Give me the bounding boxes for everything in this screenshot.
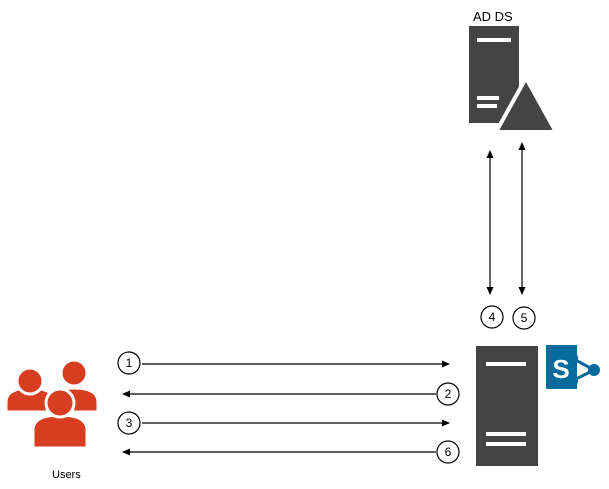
svg-text:3: 3	[126, 416, 133, 430]
ad-ds-label: AD DS	[473, 9, 513, 24]
ad-ds-server-icon	[469, 26, 560, 134]
step-6-marker: 6	[436, 440, 460, 464]
users-group-icon	[4, 358, 100, 450]
svg-text:1: 1	[126, 356, 133, 370]
svg-text:5: 5	[521, 311, 528, 325]
svg-text:6: 6	[445, 445, 452, 459]
web-server-icon	[476, 346, 538, 466]
svg-text:4: 4	[489, 310, 496, 324]
step-3-marker: 3	[117, 411, 141, 435]
step-5-marker: 5	[512, 306, 536, 330]
step-1-marker: 1	[117, 351, 141, 375]
users-label: Users	[52, 469, 81, 481]
step-2-marker: 2	[436, 382, 460, 406]
sharepoint-letter: S	[552, 354, 569, 384]
sharepoint-logo-icon: S	[546, 345, 600, 389]
svg-text:2: 2	[445, 387, 452, 401]
step-4-marker: 4	[480, 305, 504, 329]
